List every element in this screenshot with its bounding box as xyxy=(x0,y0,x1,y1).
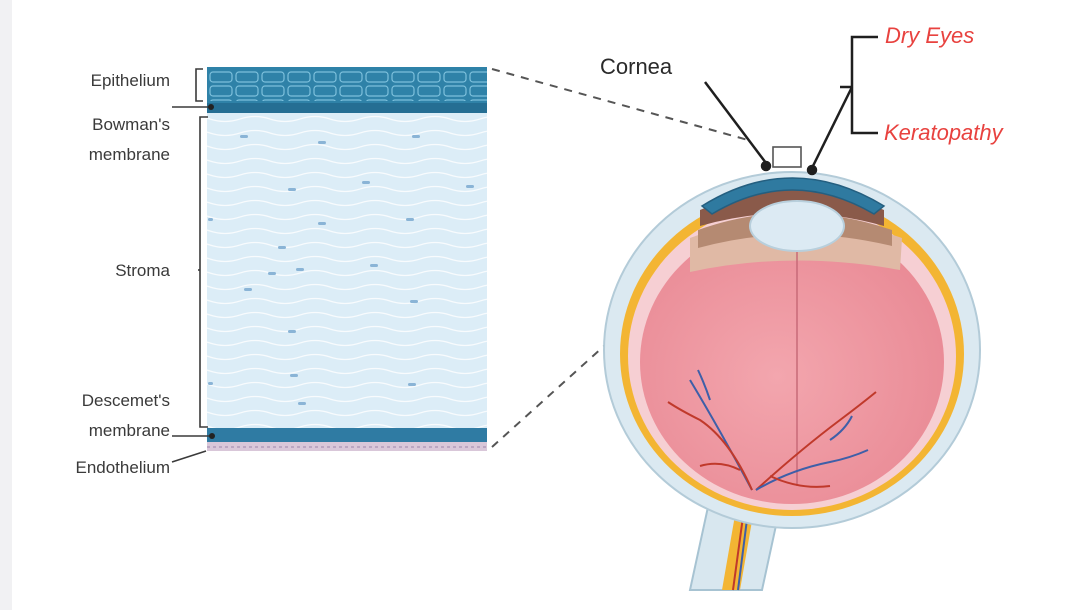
label-endothelium: Endothelium xyxy=(75,458,170,477)
cornea-cross-section xyxy=(207,67,487,451)
label-dry-eyes: Dry Eyes xyxy=(885,23,974,48)
label-keratopathy: Keratopathy xyxy=(884,120,1005,145)
layer-labels: Epithelium Bowman's membrane Stroma Desc… xyxy=(75,71,170,477)
label-bowmans-line2: membrane xyxy=(89,145,170,164)
lens xyxy=(750,201,844,251)
eye-cross-section xyxy=(604,147,980,590)
descemets-membrane-layer xyxy=(207,428,487,442)
bowmans-membrane-layer xyxy=(207,103,487,113)
label-cornea: Cornea xyxy=(600,54,673,79)
label-epithelium: Epithelium xyxy=(91,71,170,90)
corneal-device xyxy=(773,147,801,167)
label-stroma: Stroma xyxy=(115,261,170,280)
label-descemets-line2: membrane xyxy=(89,421,170,440)
label-descemets-line1: Descemet's xyxy=(82,391,170,410)
label-bowmans-line1: Bowman's xyxy=(92,115,170,134)
